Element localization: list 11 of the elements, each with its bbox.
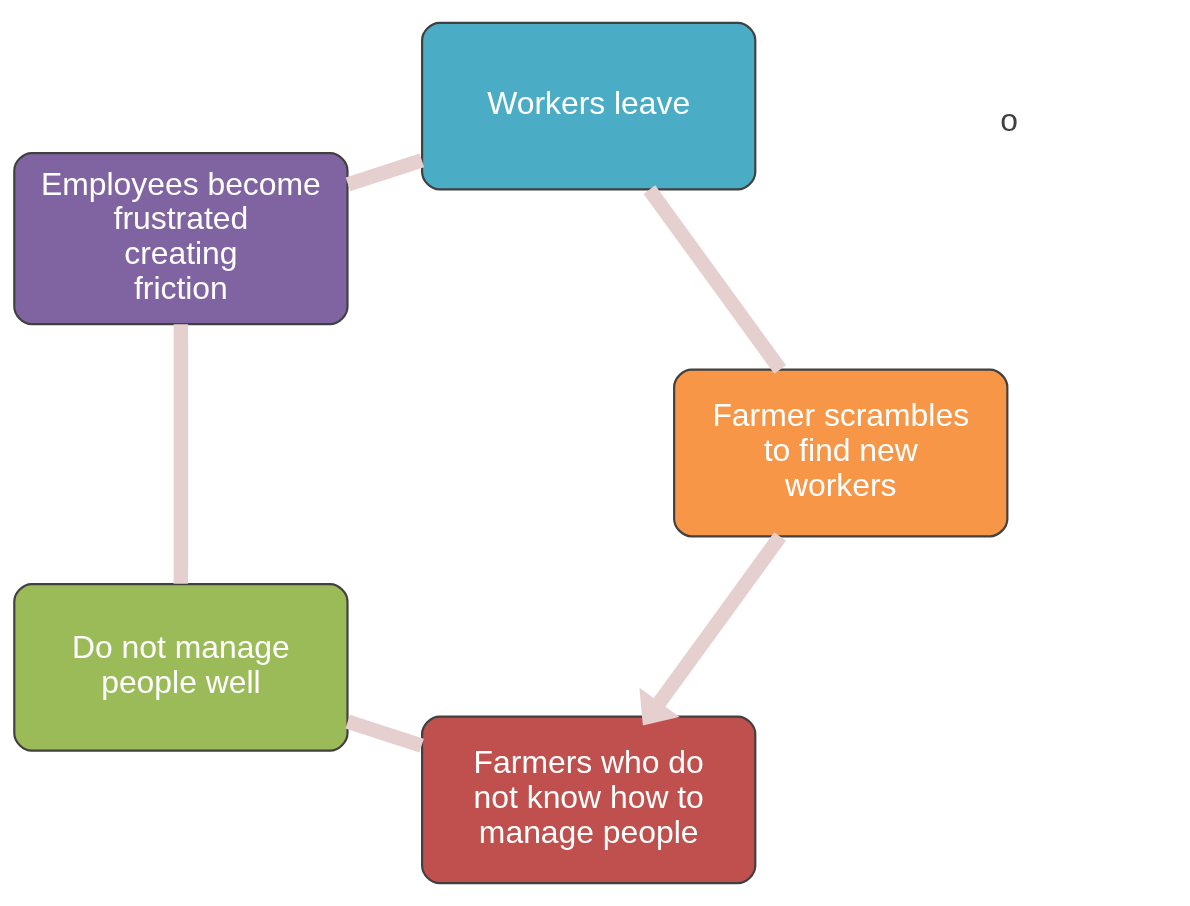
node-box: Do not manage people well xyxy=(13,583,349,752)
node-box: Farmer scrambles to find new workers xyxy=(673,368,1009,538)
connector xyxy=(643,185,786,374)
connector xyxy=(173,324,189,584)
connector xyxy=(345,714,424,753)
arrow xyxy=(639,532,786,726)
connector xyxy=(345,153,425,192)
node-box: Employees become frustrated creating friction xyxy=(13,152,349,326)
label: o xyxy=(1000,101,1018,138)
node-box: Workers leave xyxy=(421,21,757,191)
node-box: Farmers who do not know how to manage people xyxy=(421,715,757,885)
